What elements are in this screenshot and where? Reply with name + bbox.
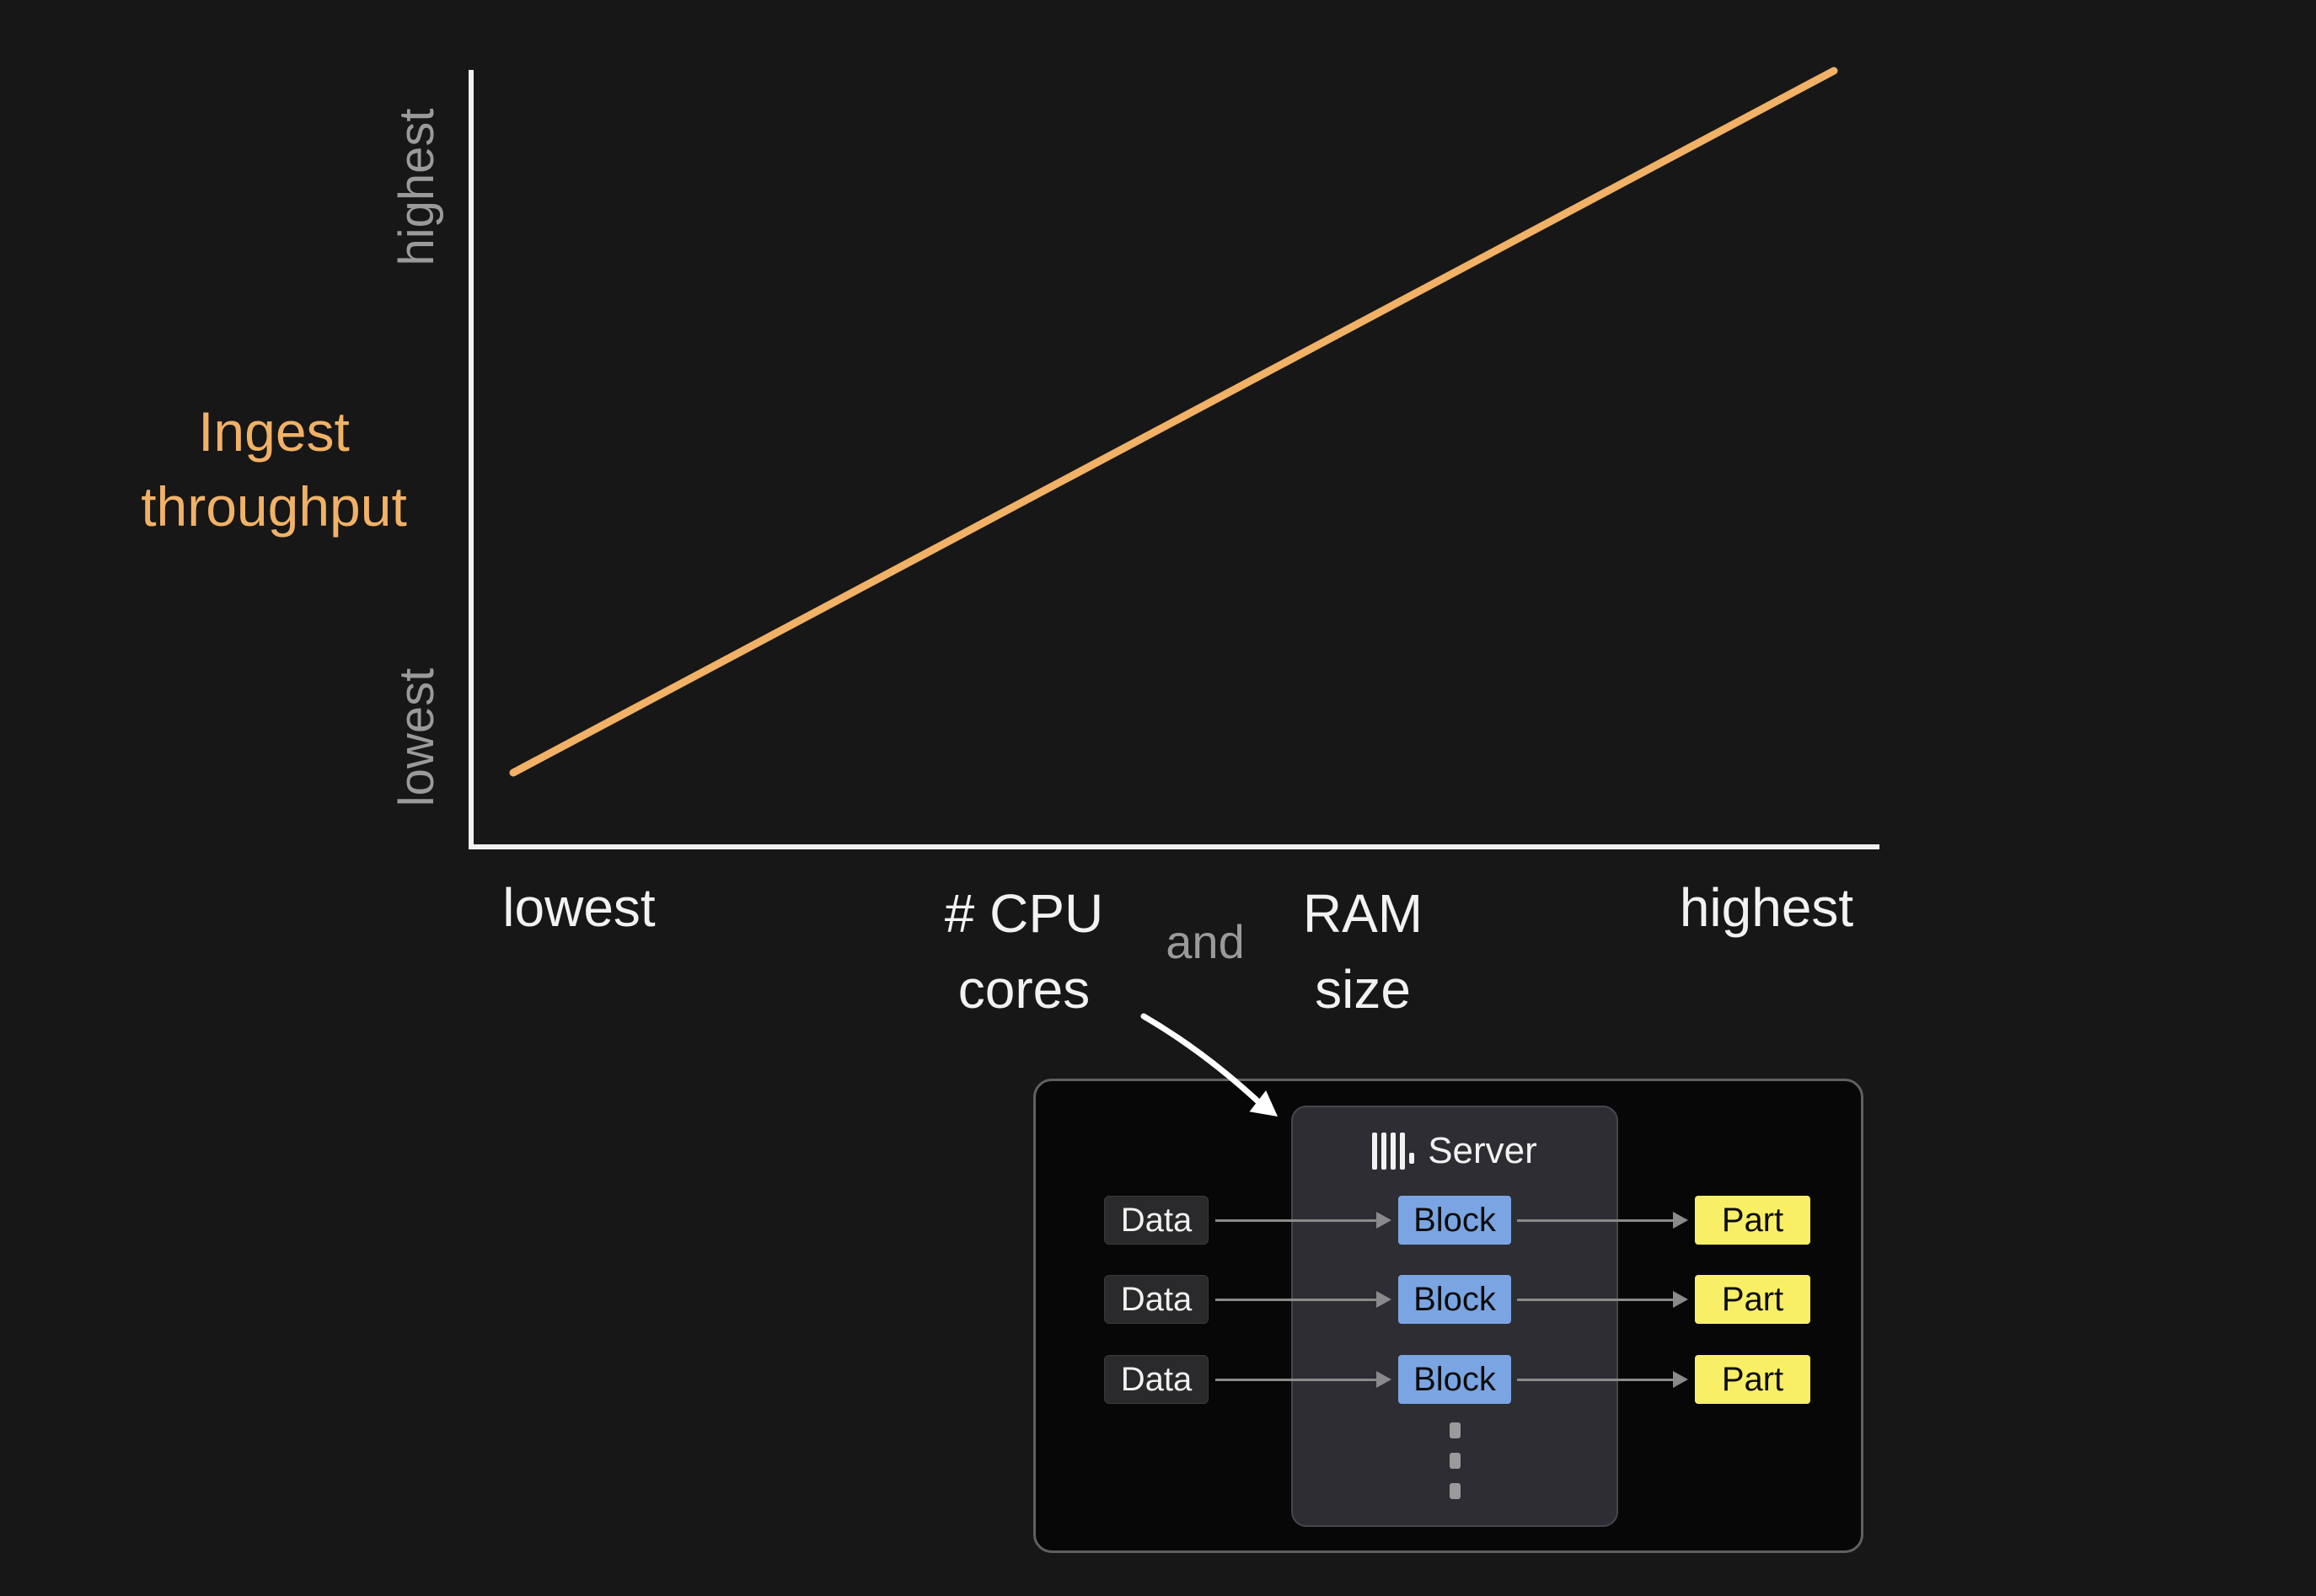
y-axis-line [469,70,474,849]
annotation-arrow-icon [1140,1013,1278,1117]
data-box: Data [1104,1275,1209,1324]
ellipsis-dot-icon [1450,1483,1461,1499]
y-tick-lowest: lowest [389,667,444,807]
clickhouse-bars-icon [1372,1132,1415,1170]
trend-line [509,67,1838,777]
x-tick-lowest: lowest [502,877,656,938]
flow-arrow-icon [1517,1211,1688,1229]
block-box: Block [1398,1196,1511,1245]
server-label: Server [1428,1130,1537,1171]
ellipsis-dot-icon [1450,1422,1461,1438]
block-box: Block [1398,1275,1511,1324]
server-header: Server [1291,1127,1618,1175]
part-box: Part [1695,1196,1810,1245]
flow-arrow-icon [1215,1370,1391,1389]
data-box: Data [1104,1355,1209,1404]
y-tick-highest: highest [389,108,444,266]
ellipsis-dot-icon [1450,1453,1461,1469]
x-tick-highest: highest [1679,877,1854,938]
flow-arrow-icon [1517,1290,1688,1309]
x-axis-title-cpu-cores: # CPU cores [944,883,1104,1020]
data-box: Data [1104,1196,1209,1245]
part-box: Part [1695,1275,1810,1324]
x-axis-line [469,844,1879,849]
y-axis-title: Ingest throughput [141,400,407,538]
x-axis-title-and: and [1166,915,1245,968]
flow-arrow-icon [1215,1211,1391,1229]
flow-arrow-icon [1215,1290,1391,1309]
flow-arrow-icon [1517,1370,1688,1389]
part-box: Part [1695,1355,1810,1404]
block-box: Block [1398,1355,1511,1404]
x-axis-title-ram-size: RAM size [1302,883,1423,1020]
